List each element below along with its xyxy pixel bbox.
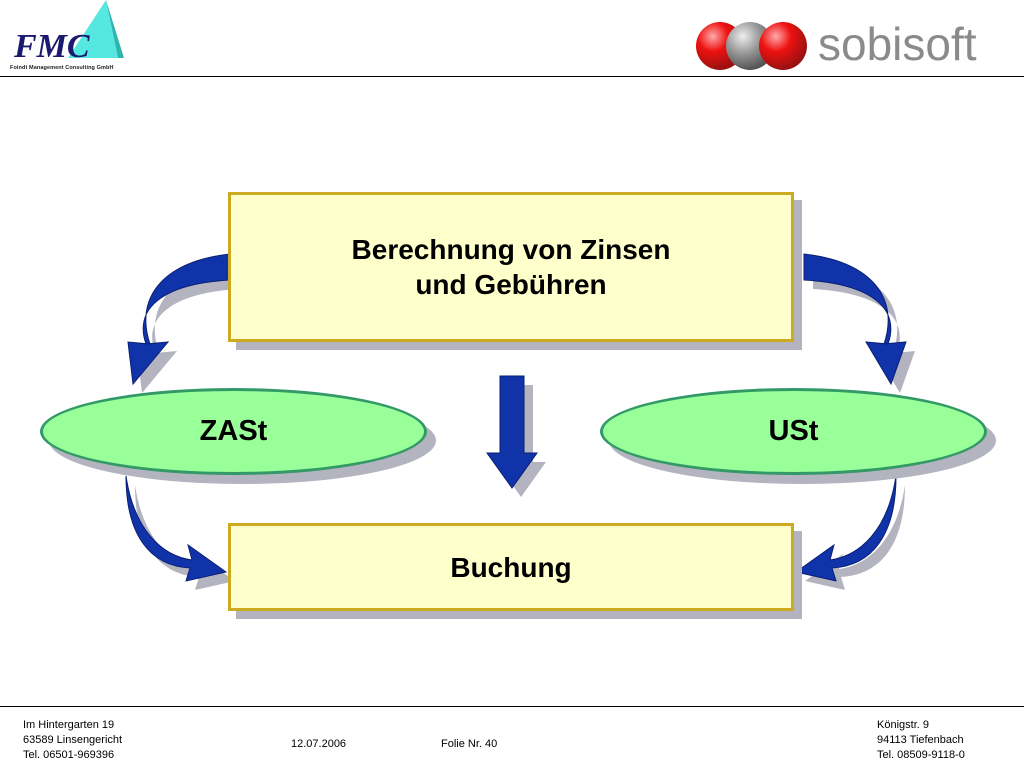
header-divider	[0, 76, 1024, 77]
footer-date: 12.07.2006	[291, 738, 347, 750]
svg-text:FMC: FMC	[13, 28, 90, 65]
ust-oval: USt	[600, 388, 987, 475]
address-line: Tel. 08509-9118-0	[877, 749, 965, 761]
footer-left-address: Im Hintergarten 19 63589 Linsengericht T…	[23, 718, 122, 763]
footer-slide-number: Folie Nr. 40	[441, 738, 498, 750]
footer-right-address: Königstr. 9 94113 Tiefenbach Tel. 08509-…	[877, 718, 965, 763]
address-line: Tel. 06501-969396	[23, 749, 115, 761]
address-line: 63589 Linsengericht	[23, 734, 123, 746]
booking-label: Buchung	[450, 551, 572, 583]
booking-box: Buchung	[228, 523, 794, 611]
address-line: Königstr. 9	[877, 719, 929, 731]
zast-label: ZASt	[199, 415, 268, 447]
curved-arrow-icon	[125, 475, 228, 582]
calculation-box-line: und Gebühren	[415, 269, 607, 300]
curved-arrow-icon	[127, 253, 231, 386]
address-line: Im Hintergarten 19	[23, 719, 115, 731]
ust-label: USt	[768, 415, 819, 447]
curved-arrow-icon	[794, 475, 897, 582]
fmc-logo-subtitle: Foindt Management Consulting GmbH	[10, 65, 114, 71]
svg-text:sobisoft: sobisoft	[818, 18, 977, 70]
fmc-logo: FMC	[6, 0, 126, 76]
calculation-box: Berechnung von Zinsen und Gebühren	[228, 192, 794, 342]
calculation-box-line: Berechnung von Zinsen	[351, 234, 671, 265]
sobisoft-logo: sobisoft	[690, 14, 1015, 76]
curved-arrow-icon	[803, 253, 907, 386]
down-arrow-icon	[486, 375, 538, 489]
zast-oval: ZASt	[40, 388, 427, 475]
footer-divider	[0, 706, 1024, 707]
address-line: 94113 Tiefenbach	[877, 734, 964, 746]
